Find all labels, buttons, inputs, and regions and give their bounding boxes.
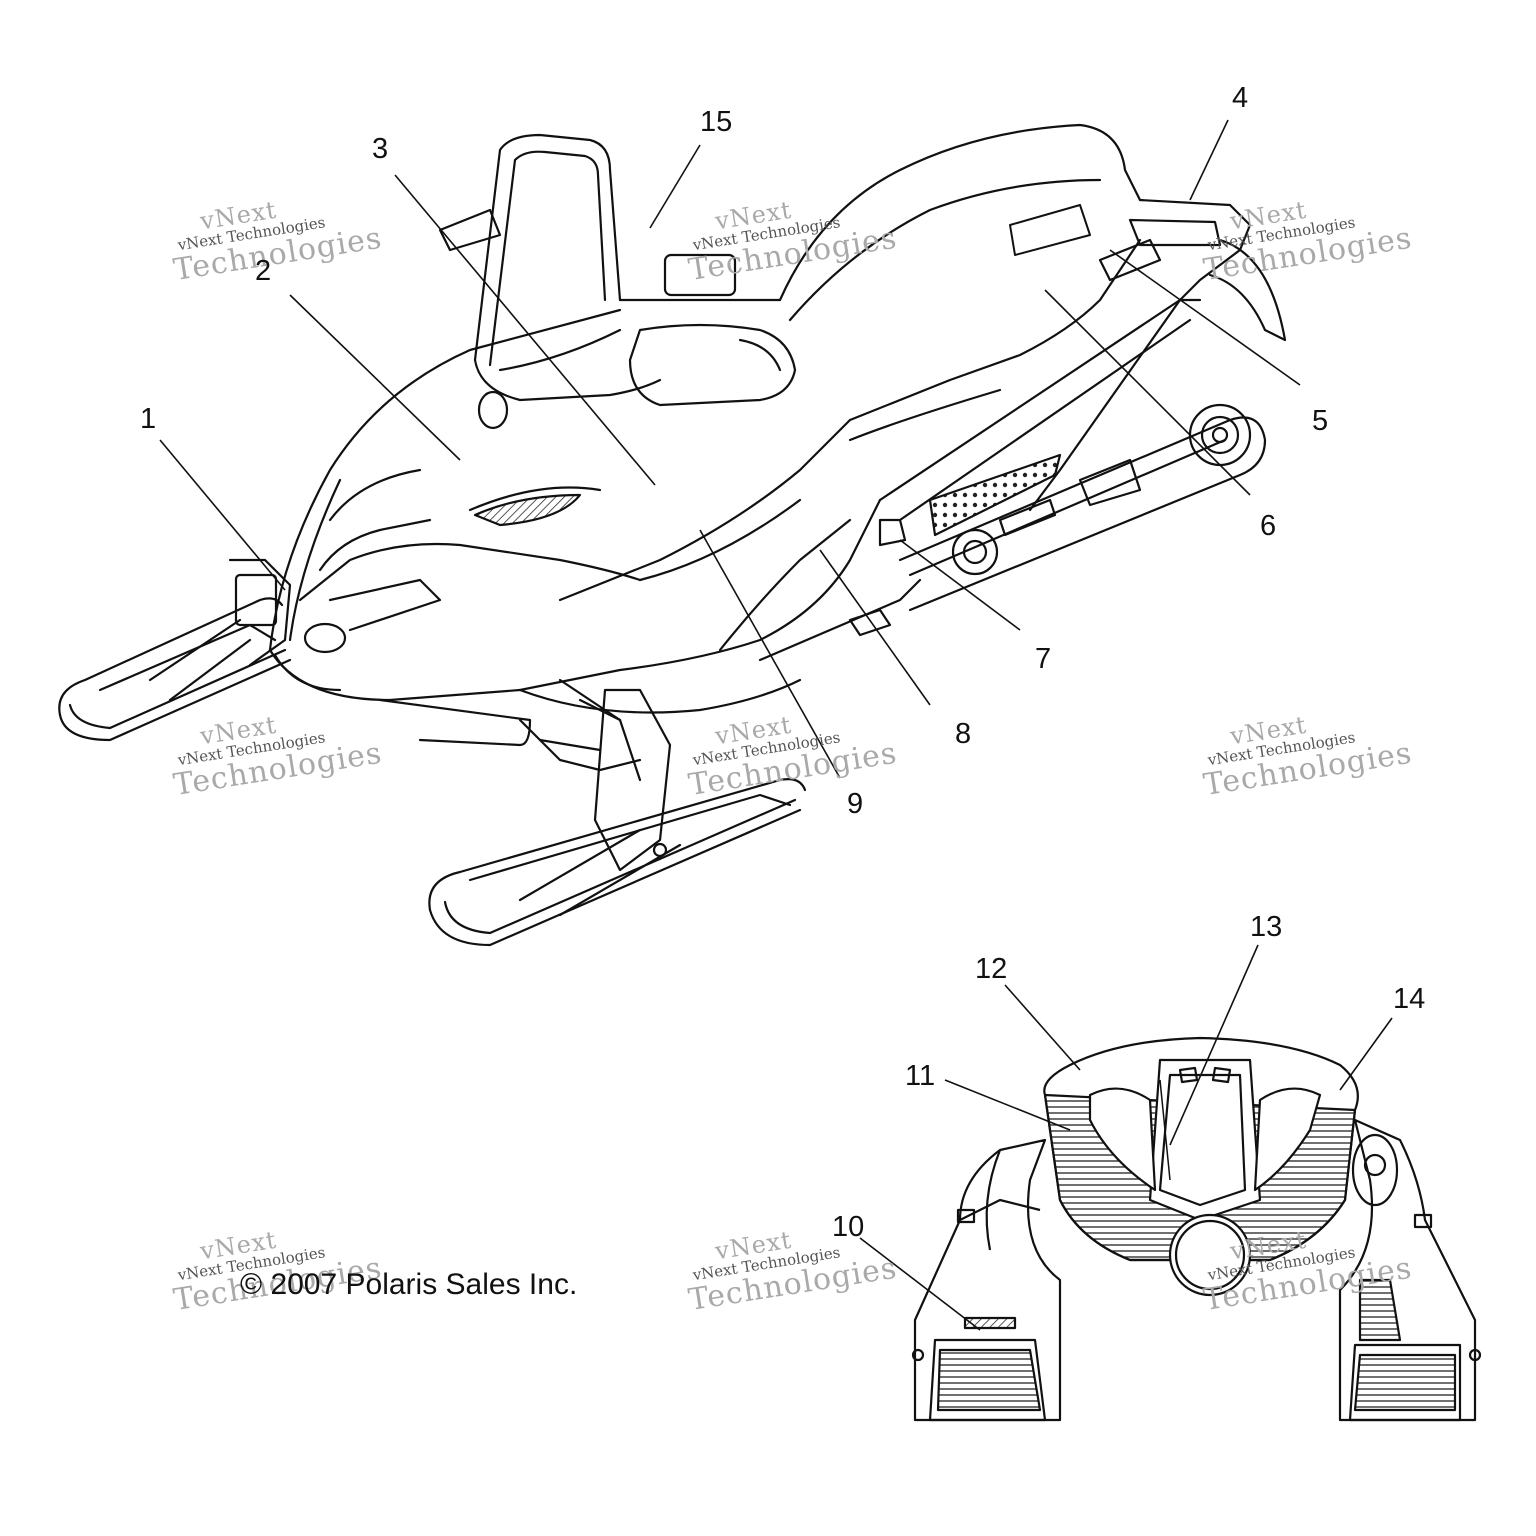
- callout-9: 9: [847, 788, 864, 820]
- callout-1: 1: [140, 403, 157, 435]
- side-panels: [518, 418, 922, 714]
- callout-14: 14: [1393, 983, 1426, 1015]
- leader-lines: [159, 119, 1393, 1331]
- hood: [268, 308, 642, 747]
- seat: [778, 123, 1142, 442]
- callout-7: 7: [1035, 643, 1052, 675]
- left-ski: [58, 558, 292, 742]
- windshield: [438, 133, 662, 430]
- callout-6: 6: [1260, 510, 1277, 542]
- callout-3: 3: [372, 133, 389, 165]
- callout-8: 8: [955, 718, 972, 750]
- callout-2: 2: [255, 255, 272, 287]
- callout-15: 15: [700, 106, 733, 138]
- callout-10: 10: [832, 1211, 865, 1243]
- copyright-text: © 2007 Polaris Sales Inc.: [240, 1268, 578, 1301]
- callout-12: 12: [975, 953, 1008, 985]
- right-ski: [428, 678, 807, 947]
- callout-5: 5: [1312, 405, 1329, 437]
- side-view-snowmobile: [58, 123, 1287, 947]
- front-suspension: [518, 698, 642, 772]
- callout-4: 4: [1232, 82, 1249, 114]
- callout-13: 13: [1250, 911, 1283, 943]
- handlebar: [618, 253, 797, 407]
- callout-11: 11: [905, 1060, 936, 1092]
- front-view-snowmobile: [911, 1036, 1482, 1422]
